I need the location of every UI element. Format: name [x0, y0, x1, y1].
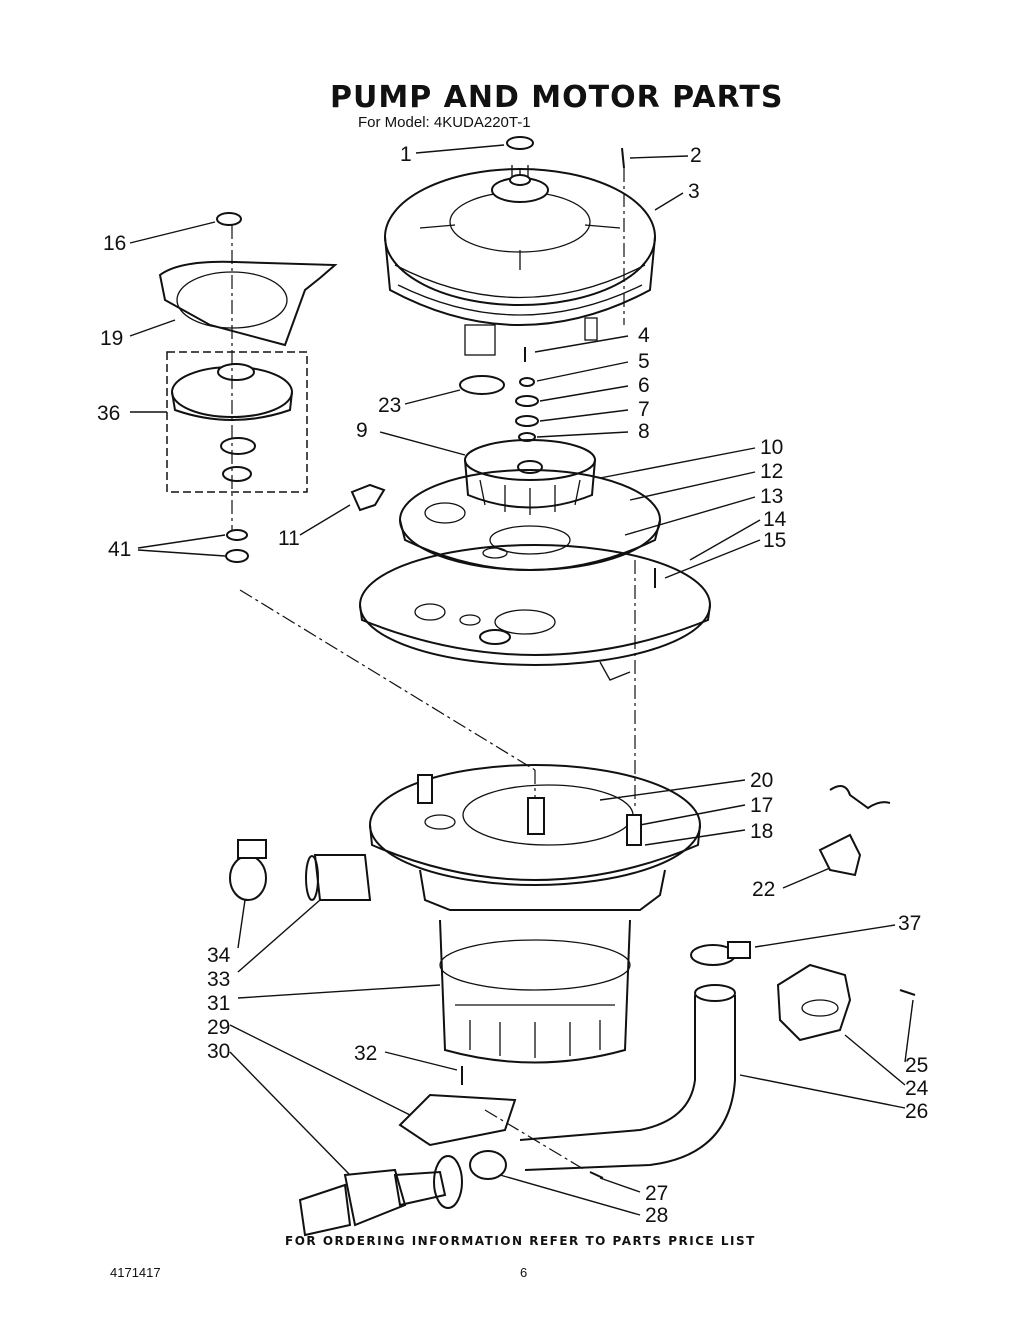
callout-27: 27	[645, 1182, 668, 1205]
clamp-part-37	[690, 941, 751, 966]
pump-plate-parts-12-13	[399, 469, 661, 571]
gasket-part-28	[433, 1150, 507, 1209]
callout-13: 13	[760, 485, 783, 508]
callout-1: 1	[400, 143, 412, 166]
model-subtitle: For Model: 4KUDA220T-1	[358, 114, 531, 131]
callout-33: 33	[207, 968, 230, 991]
callout-16: 16	[103, 232, 126, 255]
callout-37: 37	[898, 912, 921, 935]
callout-10: 10	[760, 436, 783, 459]
callout-4: 4	[638, 324, 650, 347]
thermostat-part-24	[776, 963, 852, 1042]
callout-34: 34	[207, 944, 231, 967]
callout-32: 32	[354, 1042, 377, 1065]
callout-7: 7	[638, 398, 650, 421]
callout-29: 29	[207, 1016, 230, 1039]
callout-19: 19	[100, 327, 123, 350]
callout-2: 2	[690, 144, 702, 167]
switch-part-22	[818, 785, 891, 877]
callout-18: 18	[750, 820, 773, 843]
callout-6: 6	[638, 374, 650, 397]
motor-part-31	[439, 919, 631, 1064]
screw-part-2	[621, 147, 625, 169]
callout-26: 26	[905, 1100, 928, 1123]
seal-part-41b	[225, 549, 249, 563]
callout-24: 24	[905, 1077, 929, 1100]
document-number: 4171417	[110, 1265, 161, 1280]
callout-36: 36	[97, 402, 120, 425]
callout-41: 41	[108, 538, 131, 561]
pump-base-parts-17-20	[369, 764, 701, 911]
callout-5: 5	[638, 350, 650, 373]
callout-11: 11	[278, 527, 300, 550]
callout-8: 8	[638, 420, 650, 443]
motor-cover-part-3	[384, 165, 656, 356]
page-title: PUMP AND MOTOR PARTS	[330, 80, 784, 115]
callout-3: 3	[688, 180, 700, 203]
callout-25: 25	[905, 1054, 928, 1077]
washer-part-1	[506, 136, 534, 150]
o-ring-part-16	[216, 212, 242, 226]
clamp-part-34	[229, 839, 267, 901]
screw-part-27	[589, 1171, 604, 1179]
hose-part-26	[519, 984, 736, 1171]
screw-part-25	[899, 989, 916, 996]
hose-part-33	[305, 854, 372, 901]
housing-part-36	[166, 351, 308, 493]
callout-22: 22	[752, 878, 775, 901]
impeller-part-9	[464, 439, 596, 515]
callout-20: 20	[750, 769, 773, 792]
callout-labels: 1 2 3 4 5 6 7 8 9 10 11 12 13 14 15 16 1…	[97, 143, 929, 1227]
ordering-footer: FOR ORDERING INFORMATION REFER TO PARTS …	[285, 1234, 756, 1248]
gasket-part-19	[158, 260, 338, 347]
callout-30: 30	[207, 1040, 230, 1063]
callout-17: 17	[750, 794, 773, 817]
seal-part-23	[459, 375, 505, 395]
lower-plate-part-14	[359, 544, 711, 681]
bracket-part-11	[350, 483, 386, 512]
callout-14: 14	[763, 508, 787, 531]
callout-9: 9	[356, 419, 368, 442]
seal-part-41a	[226, 529, 248, 541]
page-number: 6	[520, 1265, 528, 1280]
valve-part-30	[298, 1168, 447, 1237]
fastener-stack-parts-4-8	[515, 347, 539, 442]
callout-15: 15	[763, 529, 786, 552]
callout-28: 28	[645, 1204, 668, 1227]
bracket-part-29	[398, 1093, 517, 1147]
callout-31: 31	[207, 992, 230, 1015]
leader-lines	[129, 144, 914, 1216]
callout-23: 23	[378, 394, 401, 417]
callout-12: 12	[760, 460, 783, 483]
